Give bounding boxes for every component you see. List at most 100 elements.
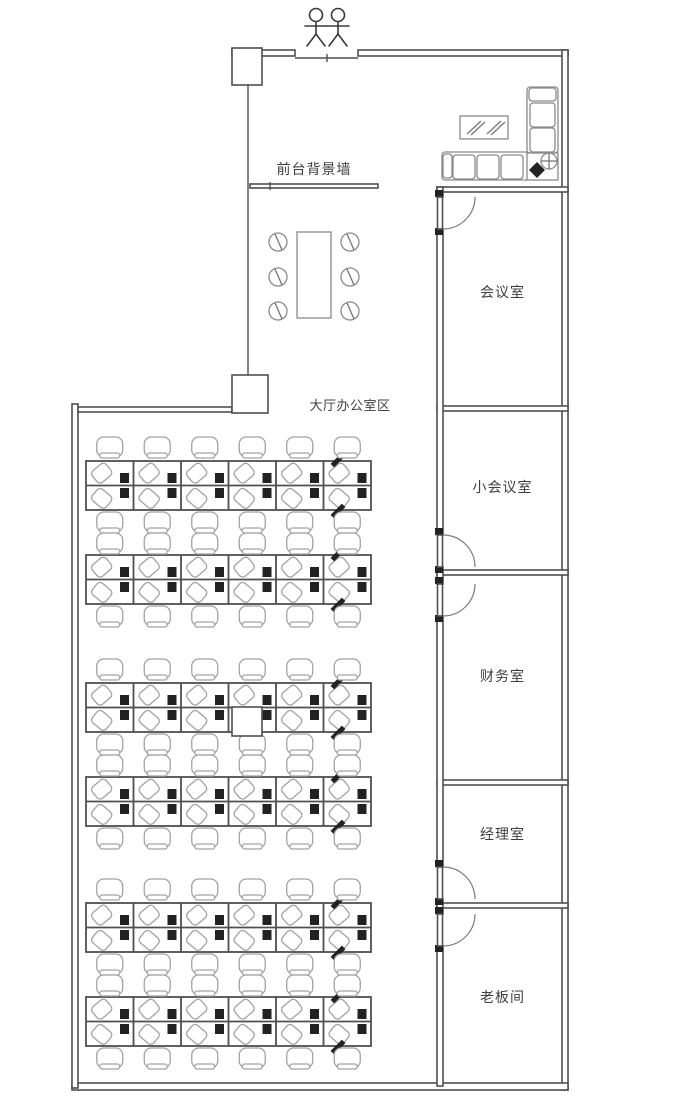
office-chair (333, 827, 361, 850)
computer-icon (310, 930, 319, 940)
office-chair (96, 1047, 124, 1070)
bottom-wall (71, 1082, 569, 1091)
column (231, 47, 263, 86)
desk-chair (280, 487, 303, 509)
computer-icon (262, 1024, 272, 1034)
manager-room-door (436, 866, 476, 900)
office-chair (333, 658, 361, 681)
office-chair (238, 974, 266, 997)
computer-icon (357, 804, 367, 814)
office-chair (333, 511, 361, 534)
computer-icon (167, 1009, 177, 1019)
reception-wall-label: 前台背景墙 (276, 162, 352, 178)
computer-icon (262, 789, 272, 799)
computer-icon (215, 930, 224, 940)
desk-chair (138, 998, 160, 1020)
computer-icon (215, 1024, 224, 1034)
door-jamb (435, 566, 443, 573)
door-jamb (435, 945, 443, 952)
desk-chair (90, 778, 113, 800)
divider-finance-manager (436, 779, 569, 786)
workstation-cluster-1 (85, 436, 372, 628)
office-chair (96, 754, 124, 777)
planter-icon (529, 162, 545, 178)
computer-icon (357, 710, 367, 720)
desk-chair (233, 462, 255, 484)
office-chair (191, 532, 219, 555)
columns (231, 47, 269, 737)
office-chair (191, 827, 219, 850)
computer-icon (167, 789, 177, 799)
desk-chair (280, 904, 303, 926)
reception-back-wall (249, 183, 379, 189)
computer-icon (357, 473, 367, 483)
computer-icon (120, 567, 129, 577)
office-chair (238, 511, 266, 534)
computer-icon (262, 930, 272, 940)
desk-chair (138, 904, 160, 926)
computer-icon (167, 473, 177, 483)
computer-icon (310, 804, 319, 814)
computer-icon (215, 1009, 224, 1019)
desk-chair (280, 998, 303, 1020)
office-chair (96, 953, 124, 976)
computer-icon (120, 1024, 129, 1034)
office-chair (238, 1047, 266, 1070)
partition-mark (330, 725, 346, 741)
desk-chair (233, 778, 255, 800)
computer-icon (310, 567, 319, 577)
computer-icon (215, 582, 224, 592)
office-chair (238, 733, 266, 756)
office-chair (191, 953, 219, 976)
computer-icon (262, 804, 272, 814)
computer-icon (357, 695, 367, 705)
office-chair (143, 436, 171, 459)
desk-chair (280, 778, 303, 800)
desk-chair (90, 929, 113, 951)
computer-icon (262, 582, 272, 592)
desk-chair (138, 581, 160, 603)
office-chair (96, 511, 124, 534)
office-chair (96, 605, 124, 628)
computer-icon (120, 1009, 129, 1019)
office-chair (238, 878, 266, 901)
office-chair (286, 827, 314, 850)
computer-icon (310, 695, 319, 705)
computer-icon (120, 915, 129, 925)
office-chair (96, 733, 124, 756)
computer-icon (357, 1009, 367, 1019)
office-chair (96, 532, 124, 555)
partition-mark (330, 945, 346, 961)
office-chair (286, 733, 314, 756)
office-chair (143, 974, 171, 997)
computer-icon (357, 915, 367, 925)
office-chair (286, 605, 314, 628)
office-chair (143, 953, 171, 976)
desk-chair (185, 556, 208, 578)
desk-chair (280, 1023, 303, 1045)
office-chair (96, 827, 124, 850)
office-chair (286, 511, 314, 534)
desk-chair (185, 998, 208, 1020)
desk-chair (90, 556, 113, 578)
computer-icon (310, 915, 319, 925)
desk-chair (138, 487, 160, 509)
office-chair (333, 733, 361, 756)
office-chair (286, 1047, 314, 1070)
two-people-icon (304, 7, 350, 47)
lounge (441, 86, 559, 181)
small-meeting-room-door (436, 534, 476, 568)
desk-chair (138, 929, 160, 951)
hall-left-wall (71, 403, 79, 1089)
computer-icon (167, 695, 177, 705)
boss-room-door (436, 913, 476, 947)
office-chair (96, 974, 124, 997)
desk-chair (280, 684, 303, 706)
room-label-manager: 经理室 (480, 827, 525, 843)
office-chair (143, 733, 171, 756)
office-chair (96, 658, 124, 681)
office-chair (143, 605, 171, 628)
partition-mark (330, 597, 346, 613)
office-chair (333, 953, 361, 976)
conference-chair (268, 301, 288, 321)
